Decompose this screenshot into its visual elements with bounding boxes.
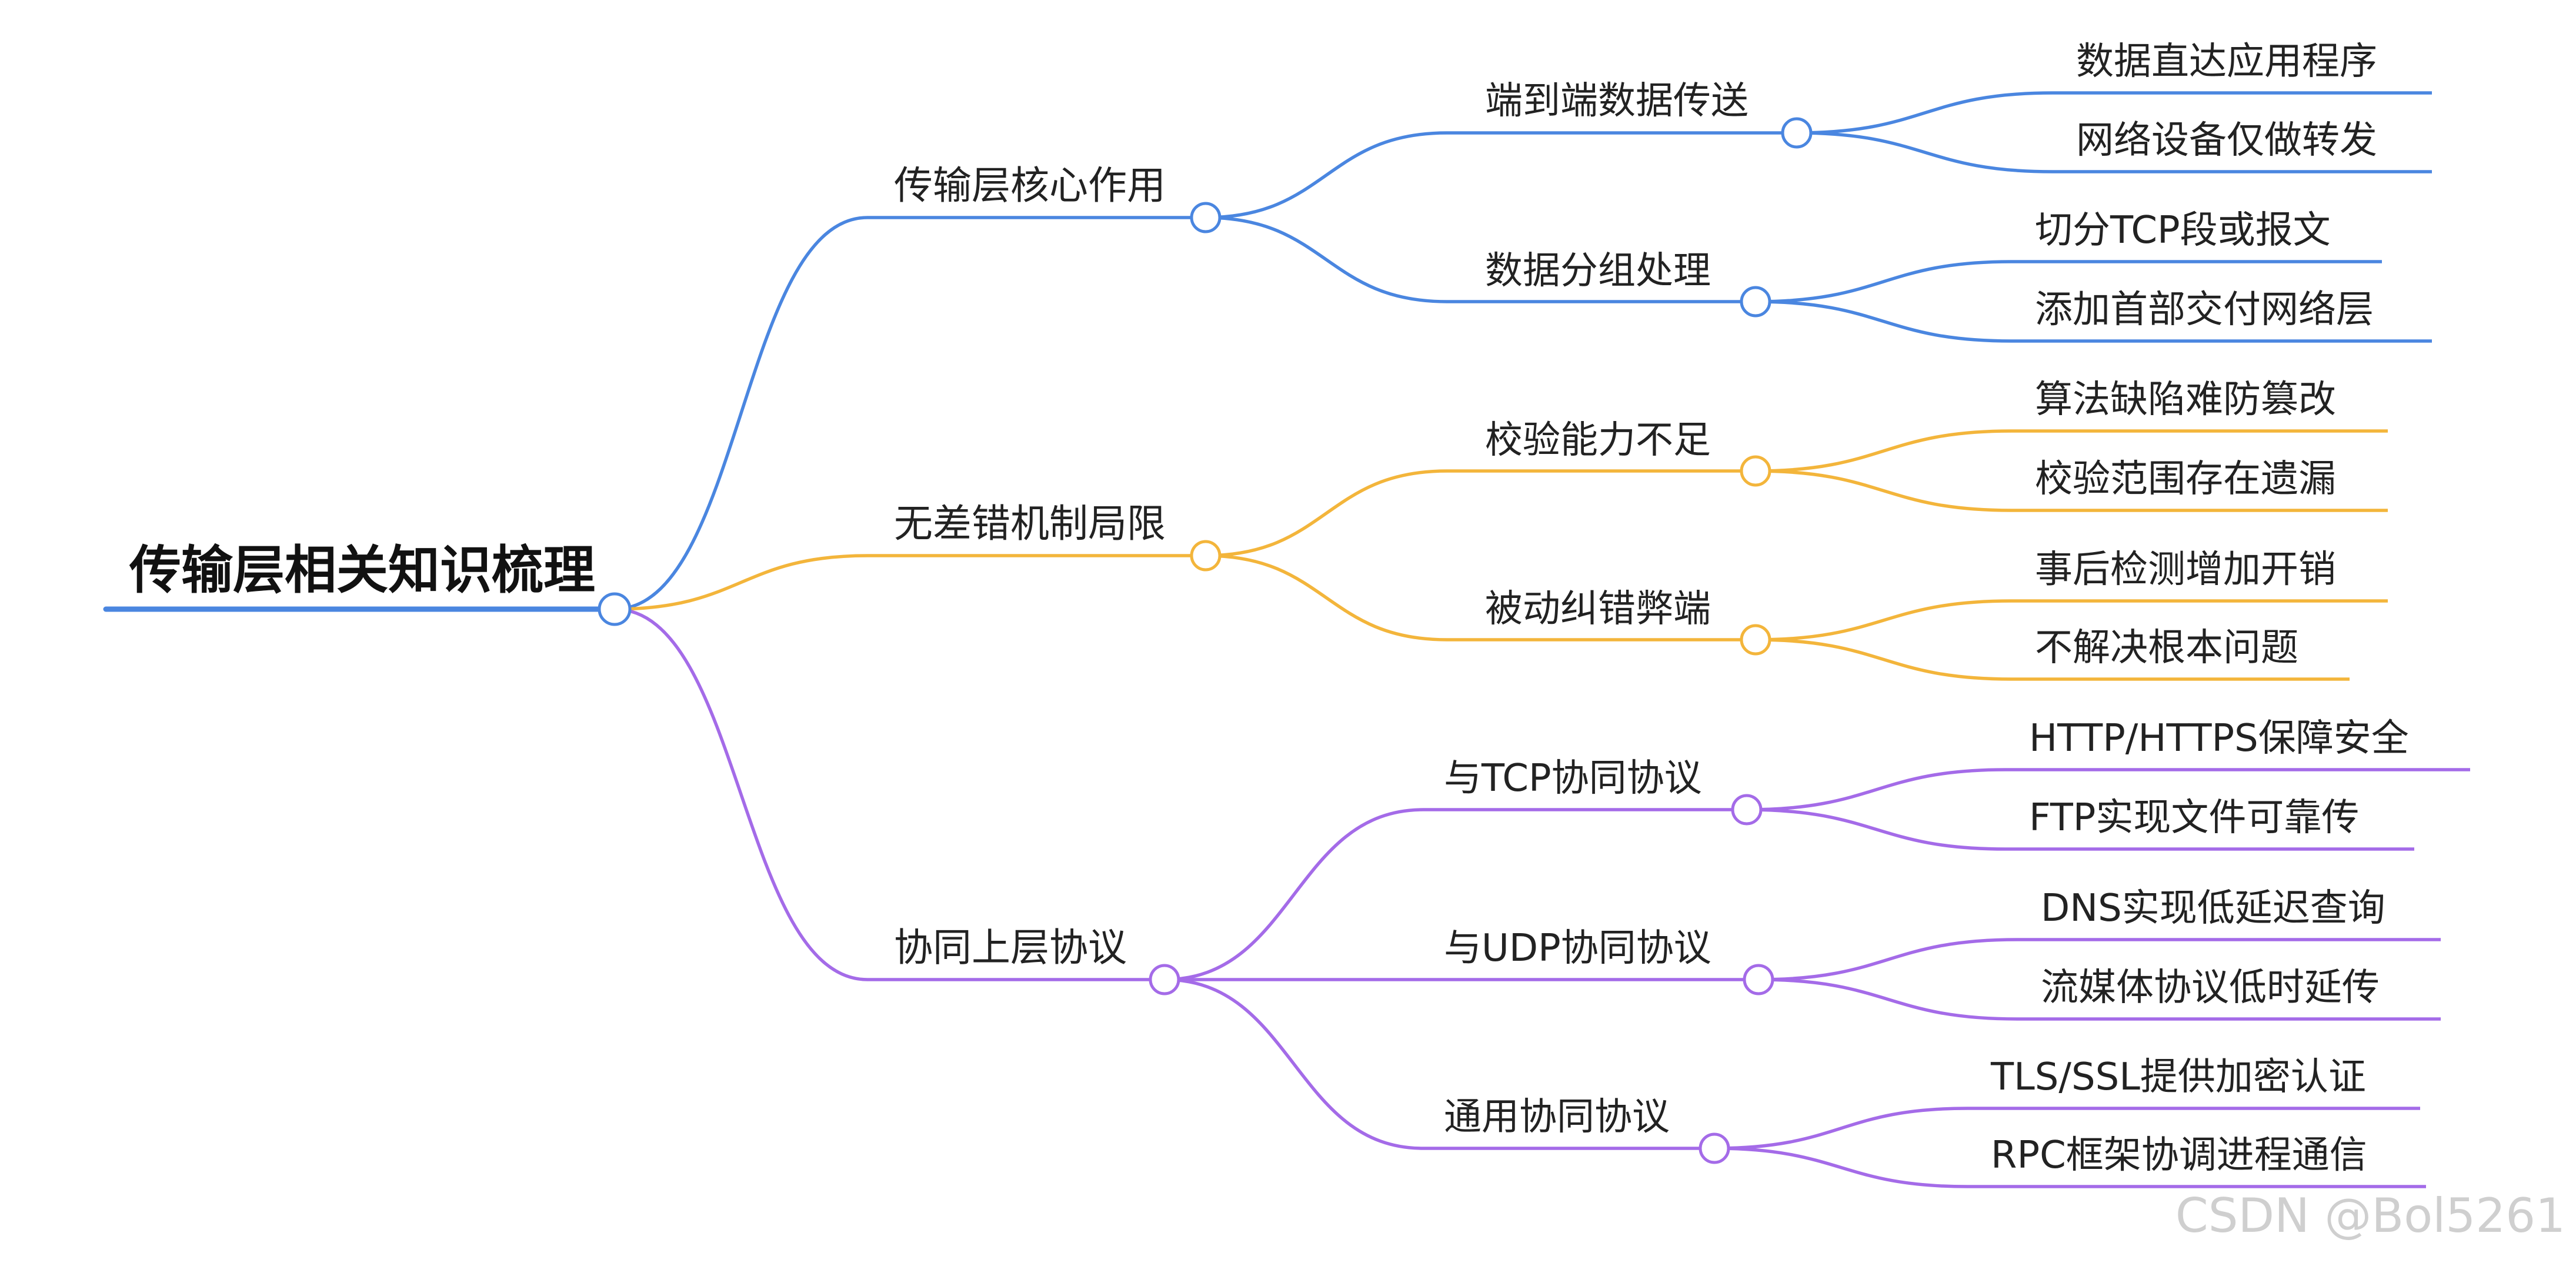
connector-topic-to-leaf bbox=[1758, 978, 2018, 1021]
leaf-label: 流媒体协议低时延传 bbox=[2041, 966, 2380, 1010]
leaf-label: 事后检测增加开销 bbox=[2035, 548, 2336, 592]
leaf-label: 不解决根本问题 bbox=[2035, 626, 2298, 670]
connector-topic-to-leaf bbox=[1746, 808, 2006, 851]
leaf-label: 切分TCP段或报文 bbox=[2035, 209, 2331, 252]
topic-label: 与TCP协同协议 bbox=[1444, 757, 1702, 800]
connector-topic-to-leaf bbox=[1796, 91, 2053, 135]
topic-collapse-toggle[interactable] bbox=[1740, 286, 1771, 318]
connector-branch-to-topic bbox=[1205, 216, 1447, 303]
connector-topic-to-leaf bbox=[1755, 429, 2012, 473]
connector-topic-to-leaf bbox=[1796, 131, 2053, 173]
root-node-label: 传输层相关知识梳理 bbox=[129, 540, 595, 600]
topic-collapse-toggle[interactable] bbox=[1740, 624, 1771, 656]
branch-label: 协同上层协议 bbox=[894, 925, 1127, 970]
leaf-label: TLS/SSL提供加密认证 bbox=[1990, 1055, 2366, 1099]
leaf-label: 数据直达应用程序 bbox=[2076, 40, 2377, 83]
connector-root-to-branch bbox=[614, 607, 868, 981]
root-collapse-toggle[interactable] bbox=[598, 592, 632, 626]
connector-topic-to-leaf bbox=[1714, 1107, 1968, 1150]
leaf-label: 校验范围存在遗漏 bbox=[2035, 457, 2336, 501]
topic-label: 数据分组处理 bbox=[1485, 249, 1711, 293]
connector-root-to-branch bbox=[614, 554, 868, 611]
leaf-label: 添加首部交付网络层 bbox=[2035, 288, 2374, 332]
connector-branch-to-topic bbox=[1205, 131, 1447, 219]
branch-label: 无差错机制局限 bbox=[894, 501, 1166, 546]
connector-topic-to-leaf bbox=[1755, 469, 2012, 512]
connector-root-to-branch bbox=[614, 216, 868, 611]
connector-branch-to-topic bbox=[1164, 978, 1424, 1150]
connector-topic-to-leaf bbox=[1755, 300, 2012, 343]
connector-topic-to-leaf bbox=[1746, 768, 2006, 811]
topic-collapse-toggle[interactable] bbox=[1740, 455, 1771, 487]
branch-label: 传输层核心作用 bbox=[894, 163, 1166, 208]
topic-label: 被动纠错弊端 bbox=[1485, 587, 1711, 631]
topic-collapse-toggle[interactable] bbox=[1781, 117, 1813, 149]
node-layer: 传输层相关知识梳理 传输层核心作用 端到端数据传送 数据直达应用程序网络设备仅做转发数… bbox=[129, 40, 2409, 1177]
topic-label: 校验能力不足 bbox=[1485, 419, 1711, 462]
leaf-label: 网络设备仅做转发 bbox=[2076, 119, 2377, 162]
leaf-label: RPC框架协调进程通信 bbox=[1991, 1134, 2367, 1177]
leaf-label: DNS实现低延迟查询 bbox=[2041, 887, 2385, 930]
branch-collapse-toggle[interactable] bbox=[1149, 964, 1180, 995]
topic-collapse-toggle[interactable] bbox=[1731, 794, 1763, 826]
branch-collapse-toggle[interactable] bbox=[1190, 540, 1222, 572]
watermark-text: CSDN @Bol5261 bbox=[2175, 1188, 2565, 1243]
leaf-label: HTTP/HTTPS保障安全 bbox=[2029, 717, 2409, 760]
connector-topic-to-leaf bbox=[1755, 260, 2012, 303]
connector-topic-to-leaf bbox=[1714, 1147, 1968, 1188]
connector-branch-to-topic bbox=[1205, 554, 1447, 641]
connector-layer bbox=[103, 91, 2470, 1188]
connector-topic-to-leaf bbox=[1755, 599, 2012, 641]
connector-topic-to-leaf bbox=[1758, 938, 2018, 981]
leaf-label: FTP实现文件可靠传 bbox=[2029, 796, 2359, 840]
connector-branch-to-topic bbox=[1164, 808, 1424, 981]
branch-collapse-toggle[interactable] bbox=[1190, 202, 1222, 233]
leaf-label: 算法缺陷难防篡改 bbox=[2035, 378, 2336, 422]
topic-collapse-toggle[interactable] bbox=[1743, 964, 1774, 995]
topic-label: 与UDP协同协议 bbox=[1444, 927, 1711, 970]
connector-branch-to-topic bbox=[1205, 469, 1447, 557]
topic-collapse-toggle[interactable] bbox=[1699, 1132, 1730, 1164]
topic-label: 端到端数据传送 bbox=[1485, 79, 1749, 123]
topic-label: 通用协同协议 bbox=[1444, 1095, 1670, 1139]
connector-topic-to-leaf bbox=[1755, 638, 2012, 681]
